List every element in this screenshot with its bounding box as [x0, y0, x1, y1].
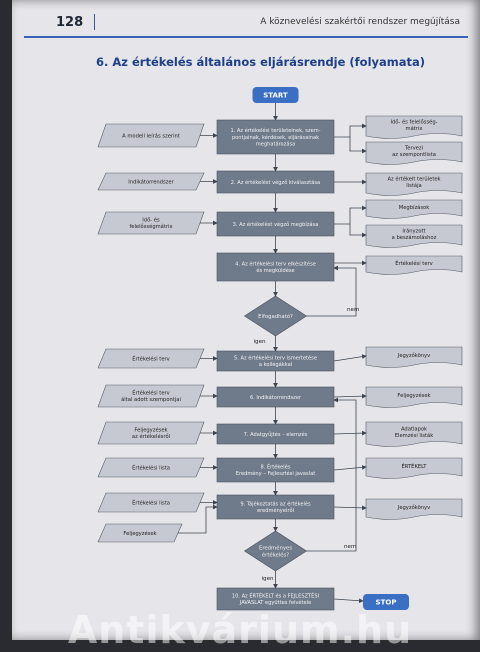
- output-doc-8-text: Feljegyzések: [397, 392, 430, 399]
- output-doc-6-text: Értékelési terv: [395, 259, 433, 267]
- watermark: Antikvárium.hu: [67, 608, 413, 652]
- output-doc-11: [365, 498, 463, 520]
- output-connector-9: [333, 430, 367, 436]
- output-connector-11: [333, 505, 367, 511]
- output-doc-9: [365, 421, 463, 447]
- output-connector-4: [334, 205, 367, 225]
- input-doc-8-text: Értékelési lista: [132, 498, 170, 506]
- label-no-2: nem: [344, 544, 356, 550]
- output-connector-2: [349, 137, 367, 154]
- header-divider: [94, 14, 95, 30]
- stop-terminator-label: STOP: [376, 598, 397, 606]
- process-step-4: [216, 252, 335, 282]
- input-doc-9: [97, 523, 183, 543]
- label-yes-2: igen: [262, 576, 275, 582]
- section-title: 6. Az értékelés általános eljárásrendje …: [96, 55, 426, 69]
- start-terminator-label: START: [263, 91, 288, 99]
- output-doc-5: [365, 224, 463, 248]
- output-doc-4-text: Megbízások: [399, 204, 429, 211]
- decision-1-text: Elfogadható?: [258, 313, 293, 320]
- output-doc-2: [365, 141, 463, 165]
- running-header-title: A köznevelési szakértői rendszer megújít…: [260, 17, 460, 27]
- loop-no-2: [306, 397, 357, 552]
- output-connector-5: [349, 224, 367, 238]
- input-doc-3: [97, 211, 205, 235]
- output-doc-3: [365, 172, 463, 196]
- output-doc-1: [365, 115, 463, 139]
- input-doc-4-text: Értékelési terv: [132, 354, 170, 362]
- stop-terminator: [363, 594, 409, 610]
- input-doc-4: [97, 348, 205, 369]
- input-doc-2-text: Indikátorrendszer: [128, 178, 174, 185]
- output-connector-10: [333, 464, 367, 471]
- input-connector-9: [178, 504, 218, 534]
- label-no-1: nem: [347, 307, 359, 313]
- output-doc-10: [365, 457, 463, 479]
- output-doc-8: [365, 386, 463, 408]
- input-doc-5: [97, 384, 205, 408]
- output-doc-7: [365, 346, 463, 368]
- start-terminator: [252, 87, 299, 103]
- input-doc-9-text: Feljegyzések: [123, 530, 156, 537]
- output-doc-6: [365, 255, 463, 275]
- input-doc-8: [97, 492, 205, 513]
- flow-10-stop: [333, 598, 364, 604]
- label-yes-1: igen: [254, 339, 267, 345]
- process-step-1-text: 1. Az értékelési területeinek, szem-pont…: [230, 127, 320, 147]
- process-step-2-text: 2. Az értékelést végző kiválasztása: [231, 179, 320, 186]
- output-doc-11-text: Jegyzőkönyv: [397, 505, 430, 511]
- input-doc-7-text: Értékelési lista: [132, 463, 170, 471]
- page-number: 128: [56, 15, 84, 30]
- input-doc-6: [97, 421, 205, 445]
- loop-no-1: [306, 265, 357, 317]
- process-step-7-text: 7. Adatgyűjtés – elemzés: [244, 431, 308, 438]
- input-doc-1-text: A modell leírás szerint: [122, 132, 180, 139]
- process-step-3-text: 3. Az értékelést végző megbízása: [233, 221, 319, 228]
- input-doc-1: [97, 123, 205, 148]
- process-step-6-text: 6. Indikátorrendszer: [250, 394, 302, 401]
- output-connector-7: [333, 354, 367, 362]
- output-connector-1: [334, 123, 367, 138]
- book-page: [12, 0, 480, 640]
- input-doc-2: [97, 172, 205, 191]
- output-doc-10-text: ÉRTÉKELT: [402, 462, 428, 470]
- output-doc-1-text: Idő- és felelősség-mátrix: [390, 118, 437, 132]
- output-connector-8: [333, 393, 367, 399]
- process-step-8: [216, 457, 335, 483]
- output-doc-7-text: Jegyzőkönyv: [397, 353, 430, 359]
- header-rule: [24, 36, 468, 38]
- output-doc-4: [365, 199, 463, 219]
- input-doc-7: [97, 457, 205, 478]
